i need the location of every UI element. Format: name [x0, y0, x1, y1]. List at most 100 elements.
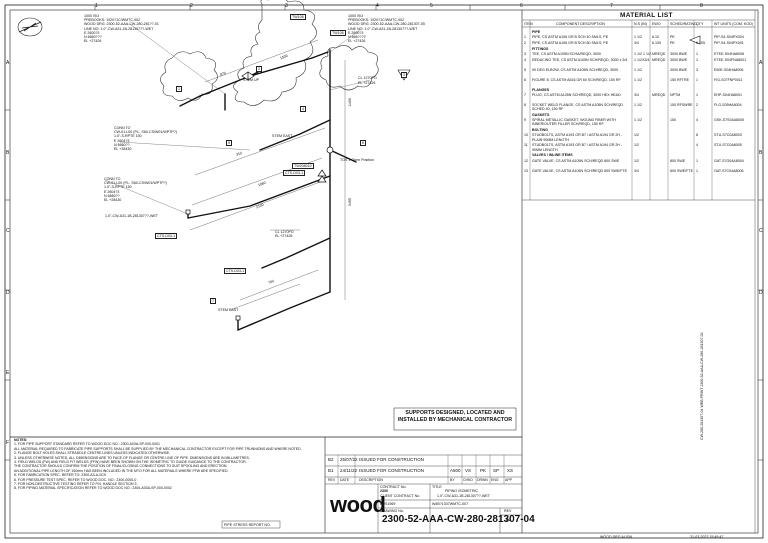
material-cell-code: STU-S7C0A8003: [714, 133, 742, 138]
material-cell-item: 13: [524, 168, 528, 173]
valve-note: TOS 1 Open Position: [340, 158, 374, 162]
pipe-stress-label: PIPE STRESS REPORT NO.: [224, 523, 271, 527]
material-cell-sched: 3000 BWE: [670, 57, 688, 62]
material-cell-ns: 1 1/2X3/4: [634, 57, 650, 62]
ref-box: TW208010: [292, 163, 314, 170]
material-cell-ns: 1 1/2: [634, 35, 642, 40]
stem-up-label: STEM UP: [243, 78, 259, 82]
material-cell-qty: 1: [696, 77, 698, 82]
note-line: 4. FIELD WELDS (FW) AND FIELD FIT WELDS …: [14, 460, 247, 465]
material-cell-qty: 4: [696, 143, 698, 148]
material-cell-code: ETEE-S04FNA8001: [714, 57, 747, 62]
material-cell-ns: 1/2: [634, 133, 639, 138]
material-cell-desc: SOCKET WELD FLANGE, CS ASTM A105N SCH/RE…: [532, 103, 623, 112]
material-cell-qty: 1: [696, 158, 698, 163]
material-cell-ns: 1/2: [634, 143, 639, 148]
material-cell-sched: PE: [670, 35, 675, 40]
material-cell-code: ETEE-S04HA8006: [714, 52, 744, 56]
notes-block: NOTES: 1. FOR PIPE SUPPORT STANDARD REFE…: [14, 438, 302, 491]
material-cell-item: 9: [524, 118, 526, 123]
material-cell-ns: 1 1/2: [634, 77, 642, 82]
material-cell-desc: FIGURE 8, CS ASTM A516 GR 60 SCH/REQD, 1…: [532, 77, 621, 82]
material-cell-sched: 150 RFTRE: [670, 77, 689, 82]
material-cell-desc: GATE VALVE, CS ASTM A105N SCH/REQD 800 S…: [532, 158, 620, 163]
footer-left: WOOD DRG ALIGN: [600, 535, 633, 539]
material-cell-sched: PE: [670, 41, 675, 45]
material-cell-code: GAT-S7C04A8006: [714, 168, 744, 173]
material-cell-ns: 3/4: [634, 168, 639, 173]
contract-no: 2300: [380, 489, 388, 493]
dimension-label: 1400: [347, 98, 352, 107]
ref-box: CTS-D03-1: [155, 233, 178, 240]
material-cell-qty: 2: [696, 103, 698, 107]
grid-col-6: 6: [520, 3, 523, 9]
material-cell-desc: STUDBOLTS, ASTM A193 GR B7 / ASTM A194 G…: [532, 143, 623, 152]
material-cell-item: 6: [524, 77, 526, 82]
elevation-label: CL 1270PO: [358, 76, 377, 80]
grid-col-1: 1: [95, 3, 98, 9]
material-cell-qty: 8: [696, 133, 698, 138]
title-line-2: 1.0"-CW-A31-1B-281307??-WET: [437, 494, 490, 498]
material-cell-ns: 1 1/2 1 1/2: [634, 52, 651, 56]
material-cell-item: 5: [524, 67, 526, 72]
material-cell-item: 10: [524, 133, 528, 138]
grid-col-3: 3: [285, 3, 288, 9]
material-cell-ns: 1 1/2: [634, 67, 642, 72]
title-label: TITLE: [432, 485, 442, 489]
material-cell-item: 1: [524, 35, 526, 40]
note-line: 5. FOR FABRICATION SPEC. REFER TO: 2300-…: [14, 473, 106, 478]
material-cell-qty: 1: [696, 52, 698, 56]
grid-row-b: B: [6, 150, 10, 156]
note-line: AN ADDITIONAL PIPE LENGTH OF 150mm HAS B…: [14, 468, 229, 473]
note-line: 3. UNLESS OTHERWISE NOTED, ALL DIMENSION…: [14, 455, 250, 460]
item-tag: 1: [176, 86, 182, 93]
material-cell-ns: 1/2: [634, 158, 639, 163]
drawing-number: 2300-52-AAA-CW-280-281307-04: [382, 514, 535, 525]
material-cell-sched: 800 SWE/FTE: [670, 168, 693, 173]
grid-col-7: 7: [610, 3, 613, 9]
material-cell-desc: PIPE, CS ASTM A106 GR B SCH 40 SMLS, PE: [532, 35, 609, 40]
material-cell-ewo: MREQD: [652, 93, 666, 97]
material-cell-code: FIG-S07FNP0011: [714, 77, 743, 82]
rev-label: REV: [504, 509, 512, 513]
note-line: 7. FOR NON-DESTRUCTIVE TESTING REFER TO …: [14, 482, 138, 487]
material-list-header: ITEM COMPONENT DESCRIPTION N.S (IN) EWO …: [524, 22, 753, 26]
material-cell-code: PIP-S4-S04PX001: [714, 41, 744, 45]
item-tag: 4: [300, 106, 306, 113]
stem-east-label-2: STEM EAST: [218, 308, 239, 312]
material-cell-desc: 90 DEG ELBOW, CS ASTM A105N SCH/REQD, 30…: [532, 67, 619, 72]
grid-col-8: 8: [700, 3, 703, 9]
material-cell-item: 2: [524, 41, 526, 45]
note-line: ALL MATERIAL REQUIRED TO FABRICATE PIPE …: [14, 446, 302, 451]
top-right-connection-note: 1000 ISO PREBOOKS: 1020?1C/WMTC-002 WOOD…: [348, 14, 425, 44]
client-doc: BUS1969: [380, 502, 396, 506]
material-cell-sched: NPTM: [670, 93, 681, 97]
material-cell-sched: 150 RFSWRE: [670, 103, 693, 107]
material-cell-ns: 3/4: [634, 41, 639, 45]
material-cell-ewo: MREQD: [652, 57, 666, 62]
material-cell-ns: 1 1/2: [634, 118, 642, 123]
material-cell-ewo: 6.105: [652, 41, 661, 45]
material-cell-item: 8: [524, 103, 526, 107]
elevation-label: EL +27426: [358, 81, 376, 85]
material-cell-desc: REDUCING TEE, CS ASTM A105N SCH/REQD, 30…: [532, 57, 628, 62]
material-cell-qty: 3: [696, 67, 698, 72]
rev-value: B2: [506, 518, 511, 522]
elevation-label-3: CL 1270PO: [275, 230, 294, 234]
footer-right: 31-03-2023 15:49:47: [690, 535, 724, 539]
material-cell-sched: 800 SWE: [670, 158, 686, 163]
material-cell-desc: TEE, CS ASTM A105N SCHA/REQD, 3000: [532, 52, 601, 56]
material-cell-ewo: 6.10: [652, 35, 659, 40]
drawing-label: DRAWING No.: [380, 509, 404, 513]
material-list-title: MATERIAL LIST: [620, 12, 673, 19]
material-cell-qty: 1: [696, 168, 698, 173]
dimension-label: 3495: [347, 198, 352, 207]
material-cell-code: GSK-S7S04A8005: [714, 118, 744, 123]
material-cell-item: 7: [524, 93, 526, 97]
ref-box: CTS-D03-1: [224, 268, 247, 275]
note-line: 8. FOR PIPING MATERIAL SPECIFICATION REF…: [14, 486, 172, 491]
note-line: 6. FOR PRESSURE TEST SPEC. REFER TO WOOD…: [14, 477, 137, 482]
ref-box: CTS-D03-1: [283, 170, 306, 177]
